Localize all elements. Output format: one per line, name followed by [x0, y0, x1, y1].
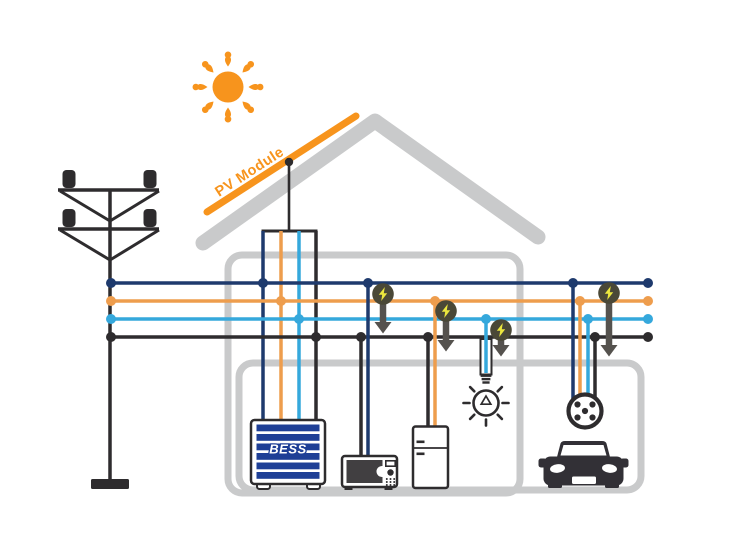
car-icon — [538, 441, 629, 488]
lightning-badge-icon — [435, 300, 457, 322]
microwave-icon — [340, 454, 399, 490]
lightning-badge-icon — [598, 282, 620, 304]
bulb-socket — [480, 374, 492, 384]
microwave-buttons — [385, 478, 396, 486]
roof-icon — [195, 113, 546, 251]
power-flow-arrows — [374, 293, 618, 357]
junction-dots — [106, 278, 653, 342]
bess-stripes — [256, 424, 320, 479]
ev-connector-icon — [566, 392, 604, 430]
inverter-feed-lines — [261, 229, 318, 421]
sun-icon — [192, 51, 264, 123]
fridge-handle — [416, 440, 425, 444]
insulator-icon — [143, 170, 157, 188]
lightning-badge-icon — [372, 283, 394, 305]
microwave-knob — [387, 469, 394, 476]
insulator-icon — [62, 209, 76, 227]
microwave-display — [384, 459, 396, 467]
car-headlight — [602, 464, 617, 473]
pv-junction-dot — [284, 157, 294, 167]
insulator-icon — [62, 170, 76, 188]
bus-lines — [111, 281, 648, 339]
pole-brace — [109, 228, 160, 262]
bulb-filament — [479, 394, 493, 406]
car-body — [543, 456, 624, 486]
pv-module-icon — [203, 112, 360, 216]
lightning-badge-icon — [490, 319, 512, 341]
pole-brace — [59, 228, 111, 262]
car-windshield — [560, 445, 607, 456]
utility-pole-icon — [58, 170, 160, 489]
lightning-badges — [372, 282, 620, 341]
refrigerator-icon — [411, 425, 450, 490]
house-lower-room — [235, 359, 645, 494]
bess-label: BESS — [269, 442, 306, 457]
fridge-handle — [416, 452, 425, 456]
bulb-rays — [462, 385, 510, 427]
pole-base — [91, 479, 129, 489]
insulator-icon — [143, 209, 157, 227]
pole-brace — [59, 189, 111, 223]
sun-rays — [192, 51, 264, 123]
fridge-body — [411, 425, 450, 490]
microwave-door — [346, 460, 383, 483]
car-wheel — [548, 482, 562, 488]
bulb-glass — [472, 389, 500, 417]
light-bulb-icon — [462, 319, 510, 427]
car-plate — [572, 476, 596, 484]
ev-connector-pins — [574, 401, 596, 421]
bess-icon: BESS — [249, 418, 327, 490]
appliance-feed-wires — [359, 283, 597, 458]
house-outline — [224, 251, 645, 497]
pole-brace — [109, 189, 160, 223]
car-wheel — [605, 482, 619, 488]
car-headlight — [550, 464, 565, 473]
